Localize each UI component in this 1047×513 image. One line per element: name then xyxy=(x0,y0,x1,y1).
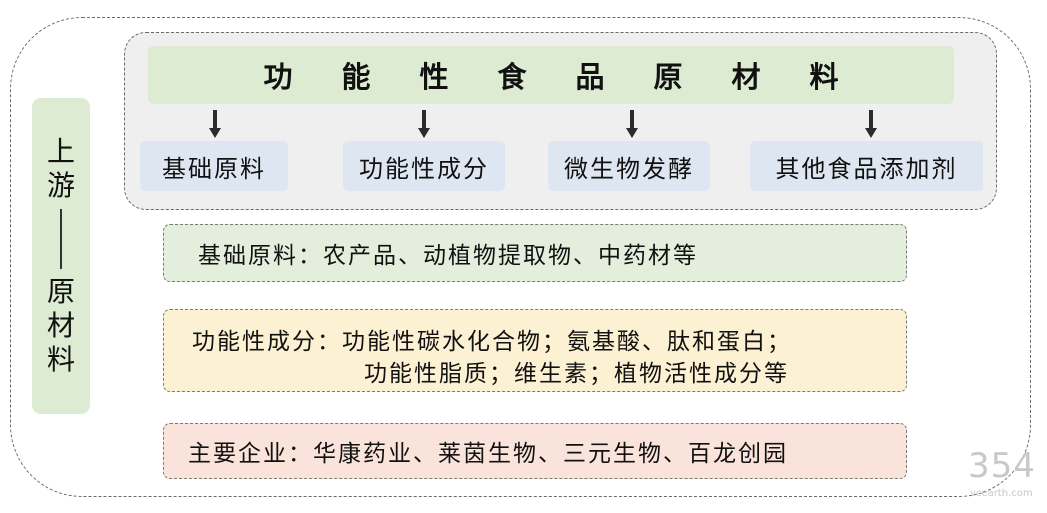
down-arrow-icon xyxy=(209,110,221,140)
watermark-number: 354 xyxy=(968,446,1036,486)
diagram-title: 功能性食品原材料 xyxy=(148,46,954,104)
watermark-site: vcearth.com xyxy=(970,488,1033,499)
basic-materials-detail: 基础原料：农产品、动植物提取物、中药材等 xyxy=(163,224,907,282)
category-microbial-fermentation: 微生物发酵 xyxy=(548,141,710,191)
category-basic-materials: 基础原料 xyxy=(140,141,288,191)
side-divider-line xyxy=(60,208,62,269)
down-arrow-icon xyxy=(626,110,638,140)
side-char: 料 xyxy=(46,343,75,377)
major-companies-text: 主要企业：华康药业、莱茵生物、三元生物、百龙创园 xyxy=(188,441,788,467)
side-char: 原 xyxy=(46,274,75,308)
category-functional-ingredients: 功能性成分 xyxy=(343,141,505,191)
category-other-additives: 其他食品添加剂 xyxy=(750,141,983,191)
functional-ingredients-line-1: 功能性成分：功能性碳水化合物；氨基酸、肽和蛋白； xyxy=(192,329,792,355)
side-char: 材 xyxy=(46,309,75,343)
side-char: 游 xyxy=(46,168,75,202)
down-arrow-icon xyxy=(865,110,877,140)
upstream-frame xyxy=(10,17,1031,497)
major-companies-detail: 主要企业：华康药业、莱茵生物、三元生物、百龙创园 xyxy=(163,423,907,479)
functional-ingredients-detail: 功能性成分：功能性碳水化合物；氨基酸、肽和蛋白； 功能性脂质；维生素；植物活性成… xyxy=(163,309,907,392)
watermark-logo: 354 vcearth.com xyxy=(966,446,1035,502)
basic-materials-text: 基础原料：农产品、动植物提取物、中药材等 xyxy=(198,243,698,269)
side-char: 上 xyxy=(46,134,75,168)
upstream-raw-materials-label: 上 游 原 材 料 xyxy=(32,98,90,414)
functional-ingredients-line-2: 功能性脂质；维生素；植物活性成分等 xyxy=(364,361,789,387)
down-arrow-icon xyxy=(418,110,430,140)
